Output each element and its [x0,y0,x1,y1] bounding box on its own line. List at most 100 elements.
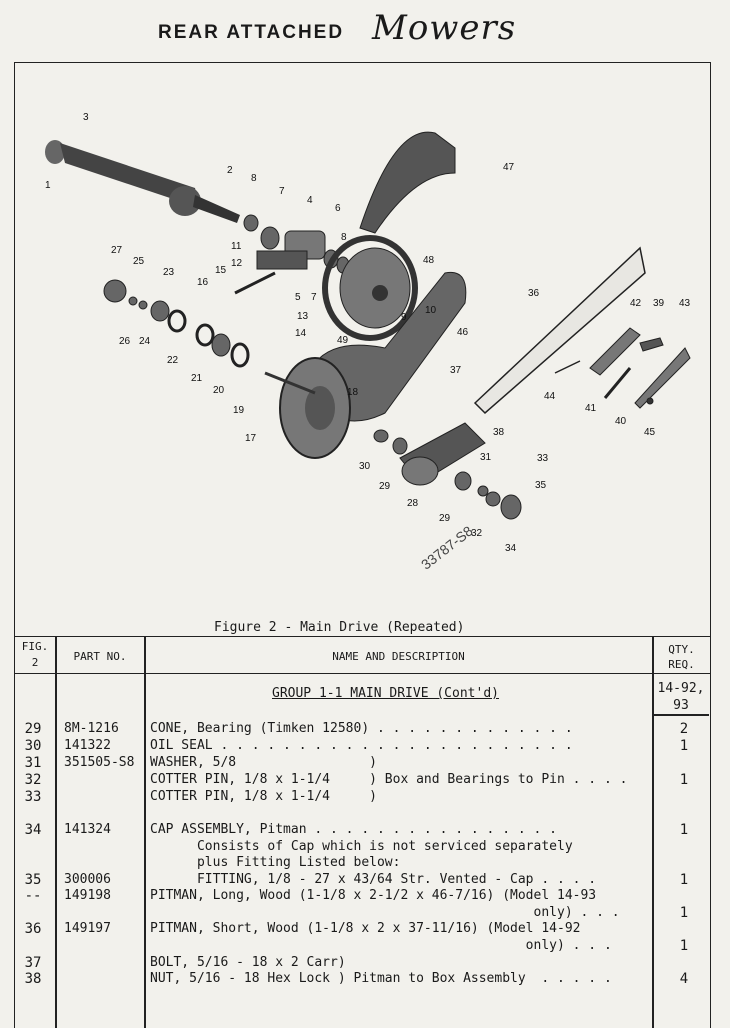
callout: 7 [279,186,285,197]
quantity: 1 [679,738,689,754]
callout: 7 [311,292,317,303]
callout: 44 [544,391,556,402]
part-number: 300006 [64,872,111,887]
part-description: plus Fitting Listed below: [150,855,401,870]
callout: 39 [653,298,665,309]
callout: 27 [111,245,123,256]
quantity: 1 [679,772,689,788]
callout: 34 [505,543,517,554]
part-description: only) . . . [150,938,612,953]
drive-shaft [45,140,240,223]
callout: 4 [307,195,313,206]
callout: 24 [139,336,151,347]
callout: 47 [503,162,515,173]
callout: 37 [450,365,462,376]
callout: 30 [359,461,371,472]
part-description: CAP ASSEMBLY, Pitman . . . . . . . . . .… [150,822,557,837]
part-number: 149198 [64,888,111,903]
callout: 46 [457,327,469,338]
qty-model-line: 14-92, [657,681,705,696]
column-divider [652,637,654,1028]
header-qty: QTY. [668,643,695,656]
callout: 8 [341,232,347,243]
callout: 40 [615,416,627,427]
cap-parts [373,429,522,520]
callout: 11 [231,241,242,252]
callout: 14 [295,328,307,339]
fig-number: 32 [24,772,42,788]
callout: 38 [493,427,505,438]
quantity: 1 [679,905,689,921]
callout: 35 [535,480,547,491]
callout: 19 [233,405,245,416]
callout: 28 [407,498,419,509]
callout: 21 [191,373,203,384]
callout: 45 [644,427,656,438]
part-description: COTTER PIN, 1/8 x 1-1/4 ) [150,789,377,804]
fig-number: 34 [24,822,42,838]
header-title-script: Mowers [372,8,517,48]
callout: 13 [297,311,309,322]
callout: 26 [119,336,131,347]
pitman-box [399,422,486,486]
qty-model-line: 93 [673,698,689,713]
fig-number: 36 [24,921,42,937]
callout: 22 [167,355,179,366]
part-description: WASHER, 5/8 ) [150,755,377,770]
callout: 36 [528,288,540,299]
callout: 17 [245,433,257,444]
fig-number: 30 [24,738,42,754]
part-description: COTTER PIN, 1/8 x 1-1/4 ) Box and Bearin… [150,772,628,787]
callout: 2 [227,165,233,176]
header-req: REQ. [668,658,695,671]
page-header: REAR ATTACHED Mowers [150,8,570,60]
knife-head-parts [554,327,691,409]
page-frame [14,62,711,1028]
callout: 20 [213,385,225,396]
pitman-arm [473,246,646,415]
callout: 3 [83,112,89,123]
callout: 18 [347,387,359,398]
callout: 29 [439,513,451,524]
callout: 16 [197,277,209,288]
quantity: 1 [679,938,689,954]
callout: 9 [401,312,407,323]
part-description: only) . . . [150,905,620,920]
callout: 31 [480,452,492,463]
callout: 12 [231,258,243,269]
group-heading: GROUP 1-1 MAIN DRIVE (Cont'd) [272,686,499,701]
table-header [15,636,710,674]
callout: 42 [630,298,642,309]
header-title-bold: REAR ATTACHED [158,22,345,43]
callout: 6 [335,203,341,214]
column-divider [55,637,57,1028]
fig-number: 33 [24,789,42,805]
belt-guard-top [359,131,456,234]
callout: 33 [537,453,549,464]
fig-number: 38 [24,971,42,987]
fig-number: 35 [24,872,42,888]
part-number: 8M-1216 [64,721,119,736]
quantity: 4 [679,971,689,987]
part-description: PITMAN, Long, Wood (1-1/8 x 2-1/2 x 46-7… [150,888,597,903]
figure-caption: Figure 2 - Main Drive (Repeated) [214,620,465,635]
callout: 25 [133,256,145,267]
callout: 8 [251,173,257,184]
callout-labels: 1 2 3 4 5 6 7 7 8 8 9 10 11 12 13 14 15 … [45,112,691,554]
quantity: 1 [679,822,689,838]
callout: 49 [337,335,349,346]
fig-number: -- [24,888,42,904]
part-description: FITTING, 1/8 - 27 x 43/64 Str. Vented - … [150,872,597,887]
header-fig-number: 2 [31,656,39,669]
quantity: 2 [679,721,689,737]
qty-models: 14-92, 93 [655,680,707,714]
quantity: 1 [679,872,689,888]
callout: 1 [45,180,51,191]
flywheel [264,357,351,459]
part-description: NUT, 5/16 - 18 Hex Lock ) Pitman to Box … [150,971,612,986]
callout: 10 [425,305,437,316]
header-fig: FIG. [21,640,49,653]
part-number: 149197 [64,921,111,936]
callout: 29 [379,481,391,492]
